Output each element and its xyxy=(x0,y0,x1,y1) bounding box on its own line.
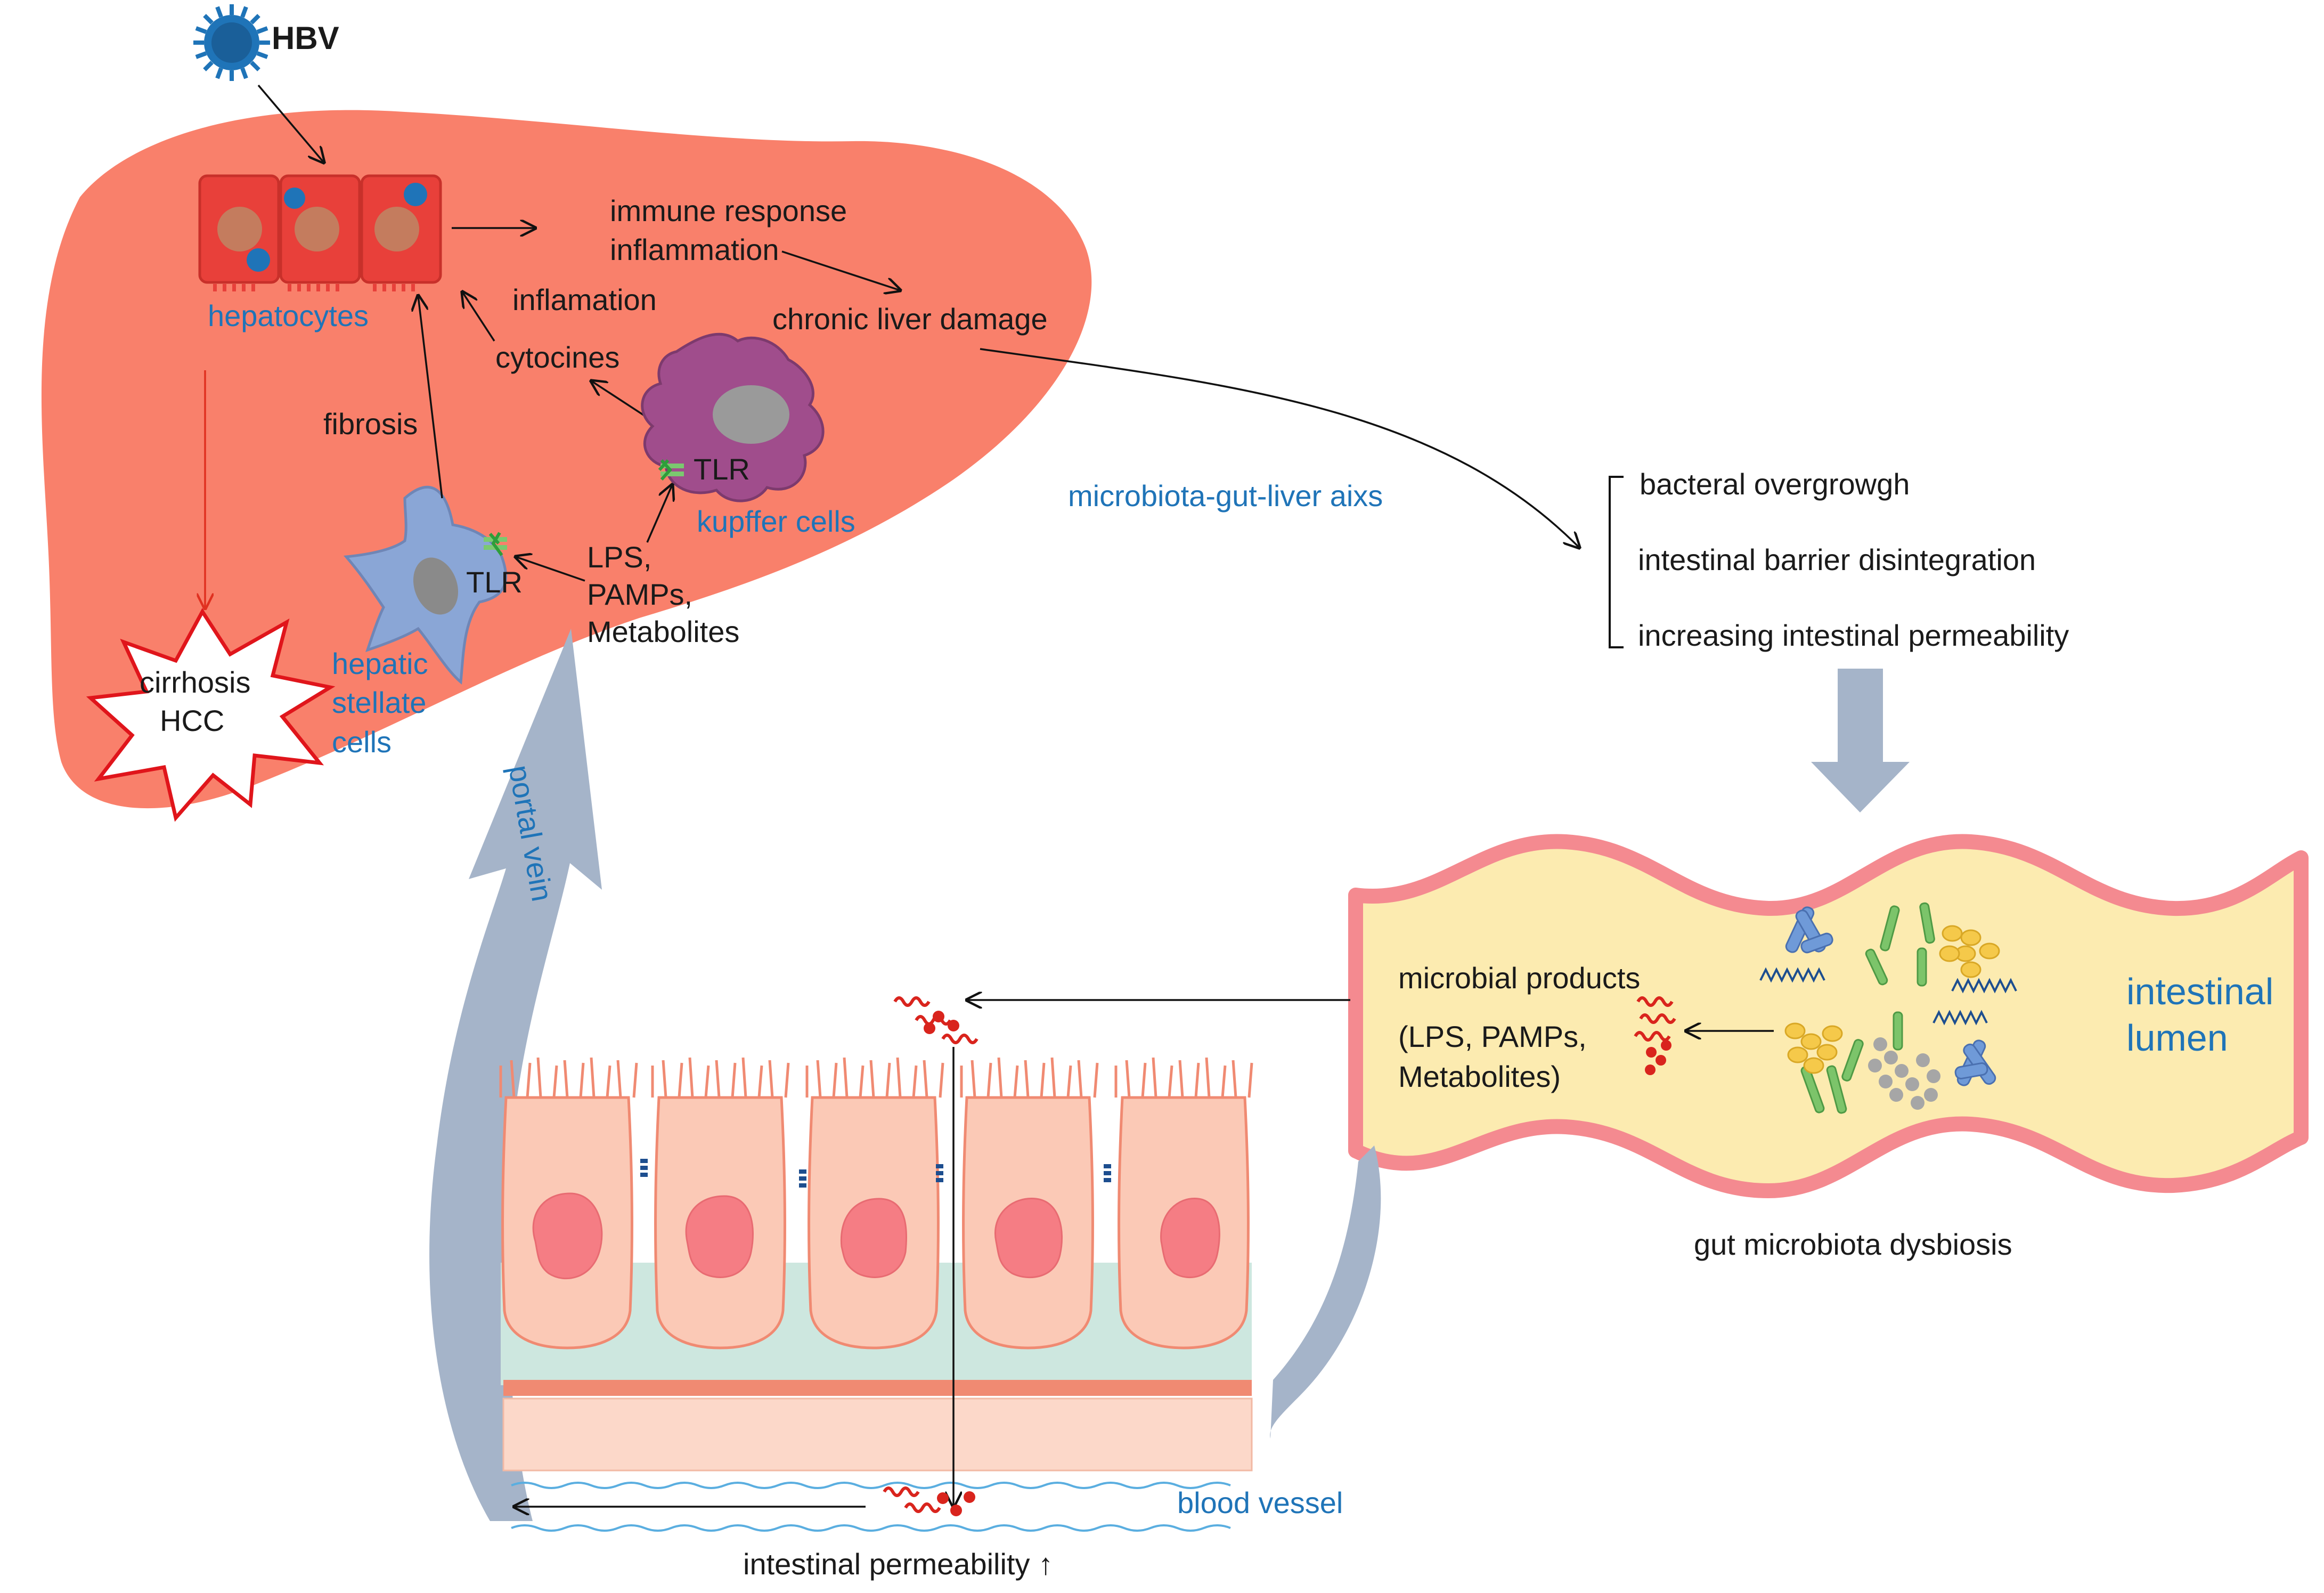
hbv-virus-icon xyxy=(193,4,270,81)
lps-particles xyxy=(884,1488,975,1516)
blood-vessel-wall-top xyxy=(511,1482,1231,1489)
lps-line-2: PAMPs, xyxy=(587,578,692,611)
fibrosis-arrow xyxy=(418,296,443,499)
stellate-label-line-3: cells xyxy=(332,725,392,759)
kupffer-tlr-label: TLR xyxy=(694,452,750,486)
blood-vessel-label: blood vessel xyxy=(1177,1486,1343,1519)
hcc-label: HCC xyxy=(160,704,224,737)
immune-response-label: immune response xyxy=(610,194,847,227)
stellate-nucleus xyxy=(413,557,459,615)
lumen-to-epithelium-flow xyxy=(1270,1145,1381,1438)
cytocines-label: cytocines xyxy=(495,340,619,374)
products-line-1: (LPS, PAMPs, xyxy=(1398,1020,1587,1053)
chronic-liver-damage-label: chronic liver damage xyxy=(772,302,1048,336)
effect-item: intestinal barrier disintegration xyxy=(1638,543,2036,576)
intestinal-lumen xyxy=(1348,834,2309,1198)
cirrhosis-burst xyxy=(86,608,336,822)
kupffer-nucleus xyxy=(713,385,789,444)
tight-junctions xyxy=(640,1159,1111,1188)
cirrhosis-label: cirrhosis xyxy=(140,665,250,699)
lps-particles xyxy=(1635,998,1675,1075)
kupffer-to-cytocines-arrow xyxy=(591,381,653,422)
blood-vessel-wall-bottom xyxy=(511,1524,1231,1532)
gut-liver-axis-arrow xyxy=(980,348,1579,548)
fibrosis-label: fibrosis xyxy=(323,407,418,441)
epithelium xyxy=(499,1057,1253,1532)
cytocines-to-hepatocytes-arrow xyxy=(462,292,495,342)
kupffer-cells-label: kupffer cells xyxy=(697,505,855,538)
axis-label: microbiota-gut-liver aixs xyxy=(1068,479,1383,513)
dysbiosis-label: gut microbiota dysbiosis xyxy=(1694,1228,2012,1261)
lps-line-3: Metabolites xyxy=(587,615,739,648)
lps-to-stellate-arrow xyxy=(516,557,585,582)
lumen-label-line-2: lumen xyxy=(2126,1017,2228,1059)
lamina-propria xyxy=(502,1397,1253,1472)
hepatocytes-group xyxy=(198,174,442,291)
intestinal-permeability-label: intestinal permeability ↑ xyxy=(743,1547,1053,1581)
hbv-arrow xyxy=(257,84,324,162)
effect-item: increasing intestinal permeability xyxy=(1638,619,2069,652)
lps-to-kupffer-arrow xyxy=(646,485,672,543)
hepatocytes-label: hepatocytes xyxy=(208,299,369,332)
cell-nuclei xyxy=(532,1192,1220,1280)
lps-particles xyxy=(895,998,977,1043)
inflamation-label: inflamation xyxy=(512,283,657,316)
stellate-tlr-label: TLR xyxy=(466,565,523,599)
effects-bracket xyxy=(1609,476,1624,648)
stellate-label-line-1: hepatic xyxy=(332,647,428,680)
portal-vein-flow xyxy=(429,629,602,1521)
tlr-receptor-icon xyxy=(484,532,507,556)
products-line-2: Metabolites) xyxy=(1398,1060,1561,1093)
tlr-receptor-icon xyxy=(658,459,684,481)
lps-line-1: LPS, xyxy=(587,540,651,574)
bacteria-cluster xyxy=(1759,902,2017,1114)
flow-down-arrow xyxy=(1811,669,1910,812)
hepatocyte-cell xyxy=(279,174,361,284)
hepatocyte-cell xyxy=(198,174,280,284)
microbial-products-label: microbial products xyxy=(1398,961,1640,995)
inflammation-label: inflammation xyxy=(610,233,779,266)
inflammation-to-damage-arrow xyxy=(781,250,900,290)
microvilli xyxy=(499,1057,1253,1098)
hepatocyte-cell xyxy=(360,174,442,284)
stellate-label-line-2: stellate xyxy=(332,686,426,719)
hbv-label: HBV xyxy=(272,20,339,56)
lumen-label-line-1: intestinal xyxy=(2126,971,2273,1012)
liver-shape xyxy=(41,110,1092,809)
effect-item: bacteral overgrowgh xyxy=(1640,467,1910,501)
basement-membrane xyxy=(503,1380,1252,1396)
